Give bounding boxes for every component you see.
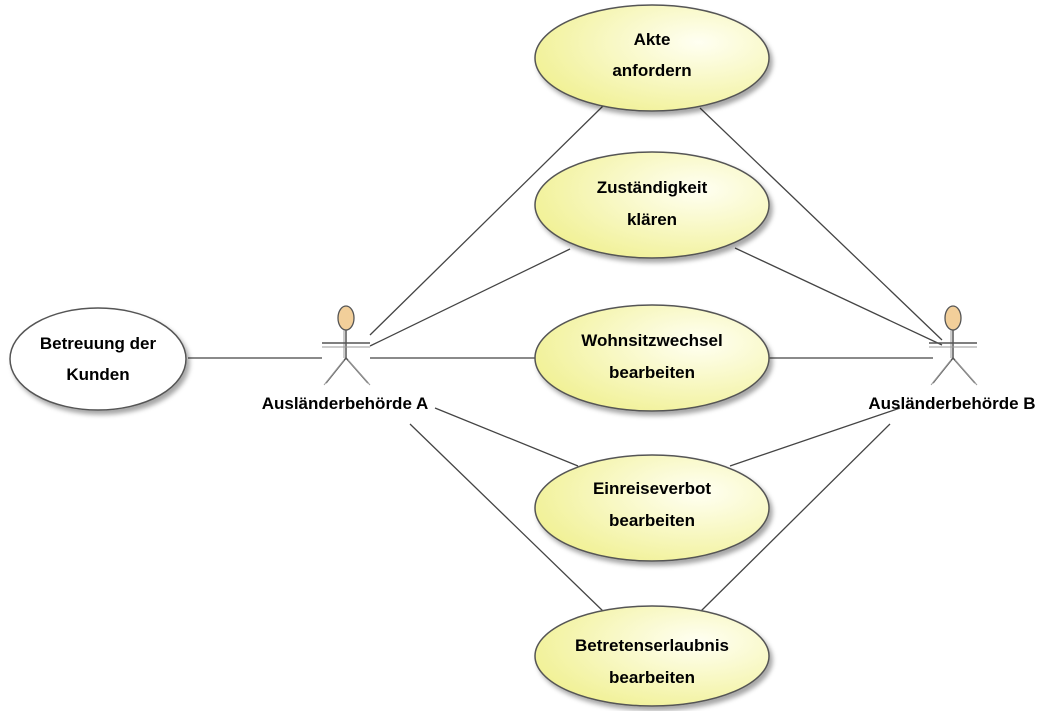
use-case-zustaendigkeit-klaeren[interactable]: Zuständigkeit klären [534,151,770,259]
use-case-ellipse [534,4,770,112]
actor-auslaenderbehoerde-b[interactable]: Ausländerbehörde B [868,305,1036,413]
use-case-label-line1: Betretenserlaubnis [575,636,729,655]
actor-auslaenderbehoerde-a[interactable]: Ausländerbehörde A [262,305,429,413]
use-case-label-line2: bearbeiten [609,363,695,382]
use-case-ellipse [9,307,187,411]
use-case-label-line1: Betreuung der [40,334,157,353]
actor-label: Ausländerbehörde B [868,394,1035,413]
stick-figure-icon [322,305,371,386]
assoc-actor-b-zustaendigkeit[interactable] [734,247,943,346]
use-case-label-line1: Zuständigkeit [597,178,708,197]
use-case-ellipse [534,304,770,412]
use-case-ellipse [534,151,770,259]
use-case-wohnsitzwechsel-bearbeiten[interactable]: Wohnsitzwechsel bearbeiten [534,304,770,412]
use-case-betreuung-der-kunden[interactable]: Betreuung der Kunden [9,307,187,411]
assoc-actor-a-betreten[interactable] [409,423,606,614]
use-case-label-line1: Einreiseverbot [593,479,711,498]
assoc-actor-b-akte[interactable] [699,107,943,341]
use-case-label-line2: bearbeiten [609,511,695,530]
use-case-ellipse [534,454,770,562]
use-case-ellipse [534,605,770,707]
use-case-label-line2: anfordern [612,61,691,80]
assoc-actor-a-einreise[interactable] [434,407,579,467]
use-case-label-line1: Akte [634,30,671,49]
use-case-label-line2: klären [627,210,677,229]
assoc-actor-a-zustaendigkeit[interactable] [369,248,571,347]
use-case-label-line2: bearbeiten [609,668,695,687]
use-case-einreiseverbot-bearbeiten[interactable]: Einreiseverbot bearbeiten [534,454,770,562]
associations [188,105,943,614]
assoc-actor-b-betreten[interactable] [699,423,891,613]
stick-figure-icon [929,305,978,386]
use-case-label-line2: Kunden [66,365,129,384]
use-case-betretenserlaubnis-bearbeiten[interactable]: Betretenserlaubnis bearbeiten [534,605,770,707]
assoc-actor-b-einreise[interactable] [729,407,901,467]
use-case-label-line1: Wohnsitzwechsel [581,331,722,350]
assoc-actor-a-akte[interactable] [369,105,604,336]
use-case-akte-anfordern[interactable]: Akte anfordern [534,4,770,112]
actor-label: Ausländerbehörde A [262,394,429,413]
